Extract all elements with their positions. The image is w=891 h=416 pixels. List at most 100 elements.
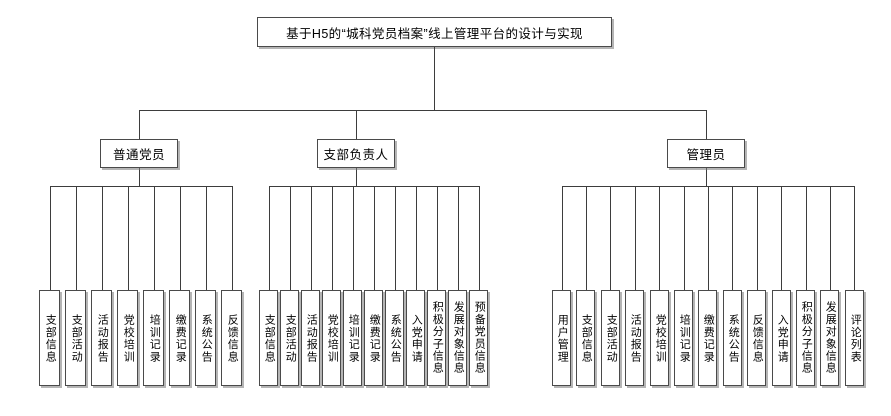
root-node-label: 基于H5的“城科党员档案”线上管理平台的设计与实现: [286, 26, 583, 41]
connector-leaf-drop: [458, 186, 459, 290]
leaf-node-label: 用户管理: [556, 313, 569, 363]
role-node[interactable]: 管理员: [667, 139, 745, 168]
leaf-node[interactable]: 培训记录: [674, 290, 693, 386]
connector-leaf-drop: [586, 186, 587, 290]
leaf-node[interactable]: 培训记录: [343, 290, 362, 386]
leaf-node-label: 系统公告: [200, 313, 213, 363]
leaf-node[interactable]: 缴费记录: [698, 290, 717, 386]
leaf-node-label: 积极分子信息: [800, 301, 813, 375]
leaf-node-label: 缴费记录: [702, 313, 715, 363]
leaf-node-label: 活动报告: [305, 313, 318, 363]
connector-leaf-drop: [180, 186, 181, 290]
connector-leaf-drop: [635, 186, 636, 290]
connector-leaf-drop: [781, 186, 782, 290]
leaf-node[interactable]: 支部活动: [601, 290, 620, 386]
connector-leaf-drop: [732, 186, 733, 290]
leaf-node-label: 党校培训: [654, 313, 667, 363]
leaf-node-label: 活动报告: [96, 313, 109, 363]
connector-leaf-drop: [416, 186, 417, 290]
connector-role-stem: [139, 168, 140, 186]
connector-root-bus: [139, 110, 706, 111]
leaf-node[interactable]: 党校培训: [117, 290, 138, 386]
leaf-node-label: 培训记录: [347, 313, 360, 363]
leaf-node-label: 预备党员信息: [473, 301, 486, 375]
connector-leaf-drop: [76, 186, 77, 290]
leaf-node-label: 支部活动: [70, 313, 83, 363]
leaf-node[interactable]: 活动报告: [625, 290, 644, 386]
leaf-node[interactable]: 系统公告: [723, 290, 742, 386]
leaf-node[interactable]: 积极分子信息: [427, 290, 446, 386]
leaf-node[interactable]: 支部活动: [65, 290, 86, 386]
connector-leaf-drop: [395, 186, 396, 290]
role-node-label: 管理员: [686, 148, 726, 162]
leaf-node-label: 支部活动: [605, 313, 618, 363]
connector-leaf-drop: [659, 186, 660, 290]
leaf-node[interactable]: 积极分子信息: [796, 290, 815, 386]
leaf-node[interactable]: 发展对象信息: [448, 290, 467, 386]
leaf-node[interactable]: 发展对象信息: [820, 290, 839, 386]
leaf-node[interactable]: 培训记录: [143, 290, 164, 386]
leaf-node[interactable]: 评论列表: [845, 290, 864, 386]
leaf-node-label: 支部活动: [284, 313, 297, 363]
leaf-node-label: 积极分子信息: [431, 301, 444, 375]
leaf-node[interactable]: 反馈信息: [221, 290, 242, 386]
leaf-node-label: 支部信息: [263, 313, 276, 363]
connector-leaf-drop: [50, 186, 51, 290]
leaf-node-label: 入党申请: [410, 313, 423, 363]
connector-leaf-drop: [830, 186, 831, 290]
leaf-node-label: 党校培训: [326, 313, 339, 363]
leaf-node-label: 反馈信息: [226, 313, 239, 363]
connector-root-stem: [434, 47, 435, 110]
leaf-node[interactable]: 支部信息: [39, 290, 60, 386]
leaf-node[interactable]: 缴费记录: [364, 290, 383, 386]
connector-leaf-drop: [806, 186, 807, 290]
connector-role-drop: [356, 110, 357, 139]
leaf-node[interactable]: 支部信息: [259, 290, 278, 386]
leaf-node[interactable]: 反馈信息: [747, 290, 766, 386]
leaf-node[interactable]: 党校培训: [322, 290, 341, 386]
role-node[interactable]: 支部负责人: [317, 139, 395, 168]
role-node[interactable]: 普通党员: [100, 139, 178, 168]
connector-leaf-drop: [206, 186, 207, 290]
leaf-node[interactable]: 系统公告: [195, 290, 216, 386]
connector-role-stem: [356, 168, 357, 186]
connector-leaf-drop: [128, 186, 129, 290]
connector-role-drop: [706, 110, 707, 139]
connector-leaf-drop: [332, 186, 333, 290]
leaf-node-label: 支部信息: [44, 313, 57, 363]
leaf-node[interactable]: 活动报告: [301, 290, 320, 386]
connector-leaf-drop: [311, 186, 312, 290]
connector-leaf-drop: [290, 186, 291, 290]
connector-leaf-drop: [437, 186, 438, 290]
leaf-node-label: 系统公告: [727, 313, 740, 363]
leaf-node[interactable]: 缴费记录: [169, 290, 190, 386]
leaf-node-label: 评论列表: [849, 313, 862, 363]
leaf-node[interactable]: 党校培训: [650, 290, 669, 386]
connector-leaf-drop: [479, 186, 480, 290]
leaf-node[interactable]: 用户管理: [552, 290, 571, 386]
leaf-node[interactable]: 入党申请: [406, 290, 425, 386]
leaf-node-label: 系统公告: [389, 313, 402, 363]
leaf-node[interactable]: 入党申请: [772, 290, 791, 386]
role-node-label: 普通党员: [112, 148, 165, 162]
leaf-node[interactable]: 支部活动: [280, 290, 299, 386]
leaf-node-label: 培训记录: [148, 313, 161, 363]
connector-leaf-drop: [757, 186, 758, 290]
leaf-node-label: 培训记录: [678, 313, 691, 363]
connector-leaf-drop: [610, 186, 611, 290]
leaf-node-label: 党校培训: [122, 313, 135, 363]
leaf-node[interactable]: 活动报告: [91, 290, 112, 386]
connector-role-stem: [706, 168, 707, 186]
connector-leaf-drop: [353, 186, 354, 290]
connector-leaf-drop: [269, 186, 270, 290]
root-node[interactable]: 基于H5的“城科党员档案”线上管理平台的设计与实现: [257, 17, 612, 47]
leaf-node-label: 缴费记录: [174, 313, 187, 363]
leaf-node[interactable]: 系统公告: [385, 290, 404, 386]
leaf-node[interactable]: 预备党员信息: [469, 290, 488, 386]
leaf-node-label: 发展对象信息: [452, 301, 465, 375]
leaf-node[interactable]: 支部信息: [576, 290, 595, 386]
connector-leaf-drop: [374, 186, 375, 290]
connector-leaf-drop: [562, 186, 563, 290]
connector-leaf-drop: [232, 186, 233, 290]
